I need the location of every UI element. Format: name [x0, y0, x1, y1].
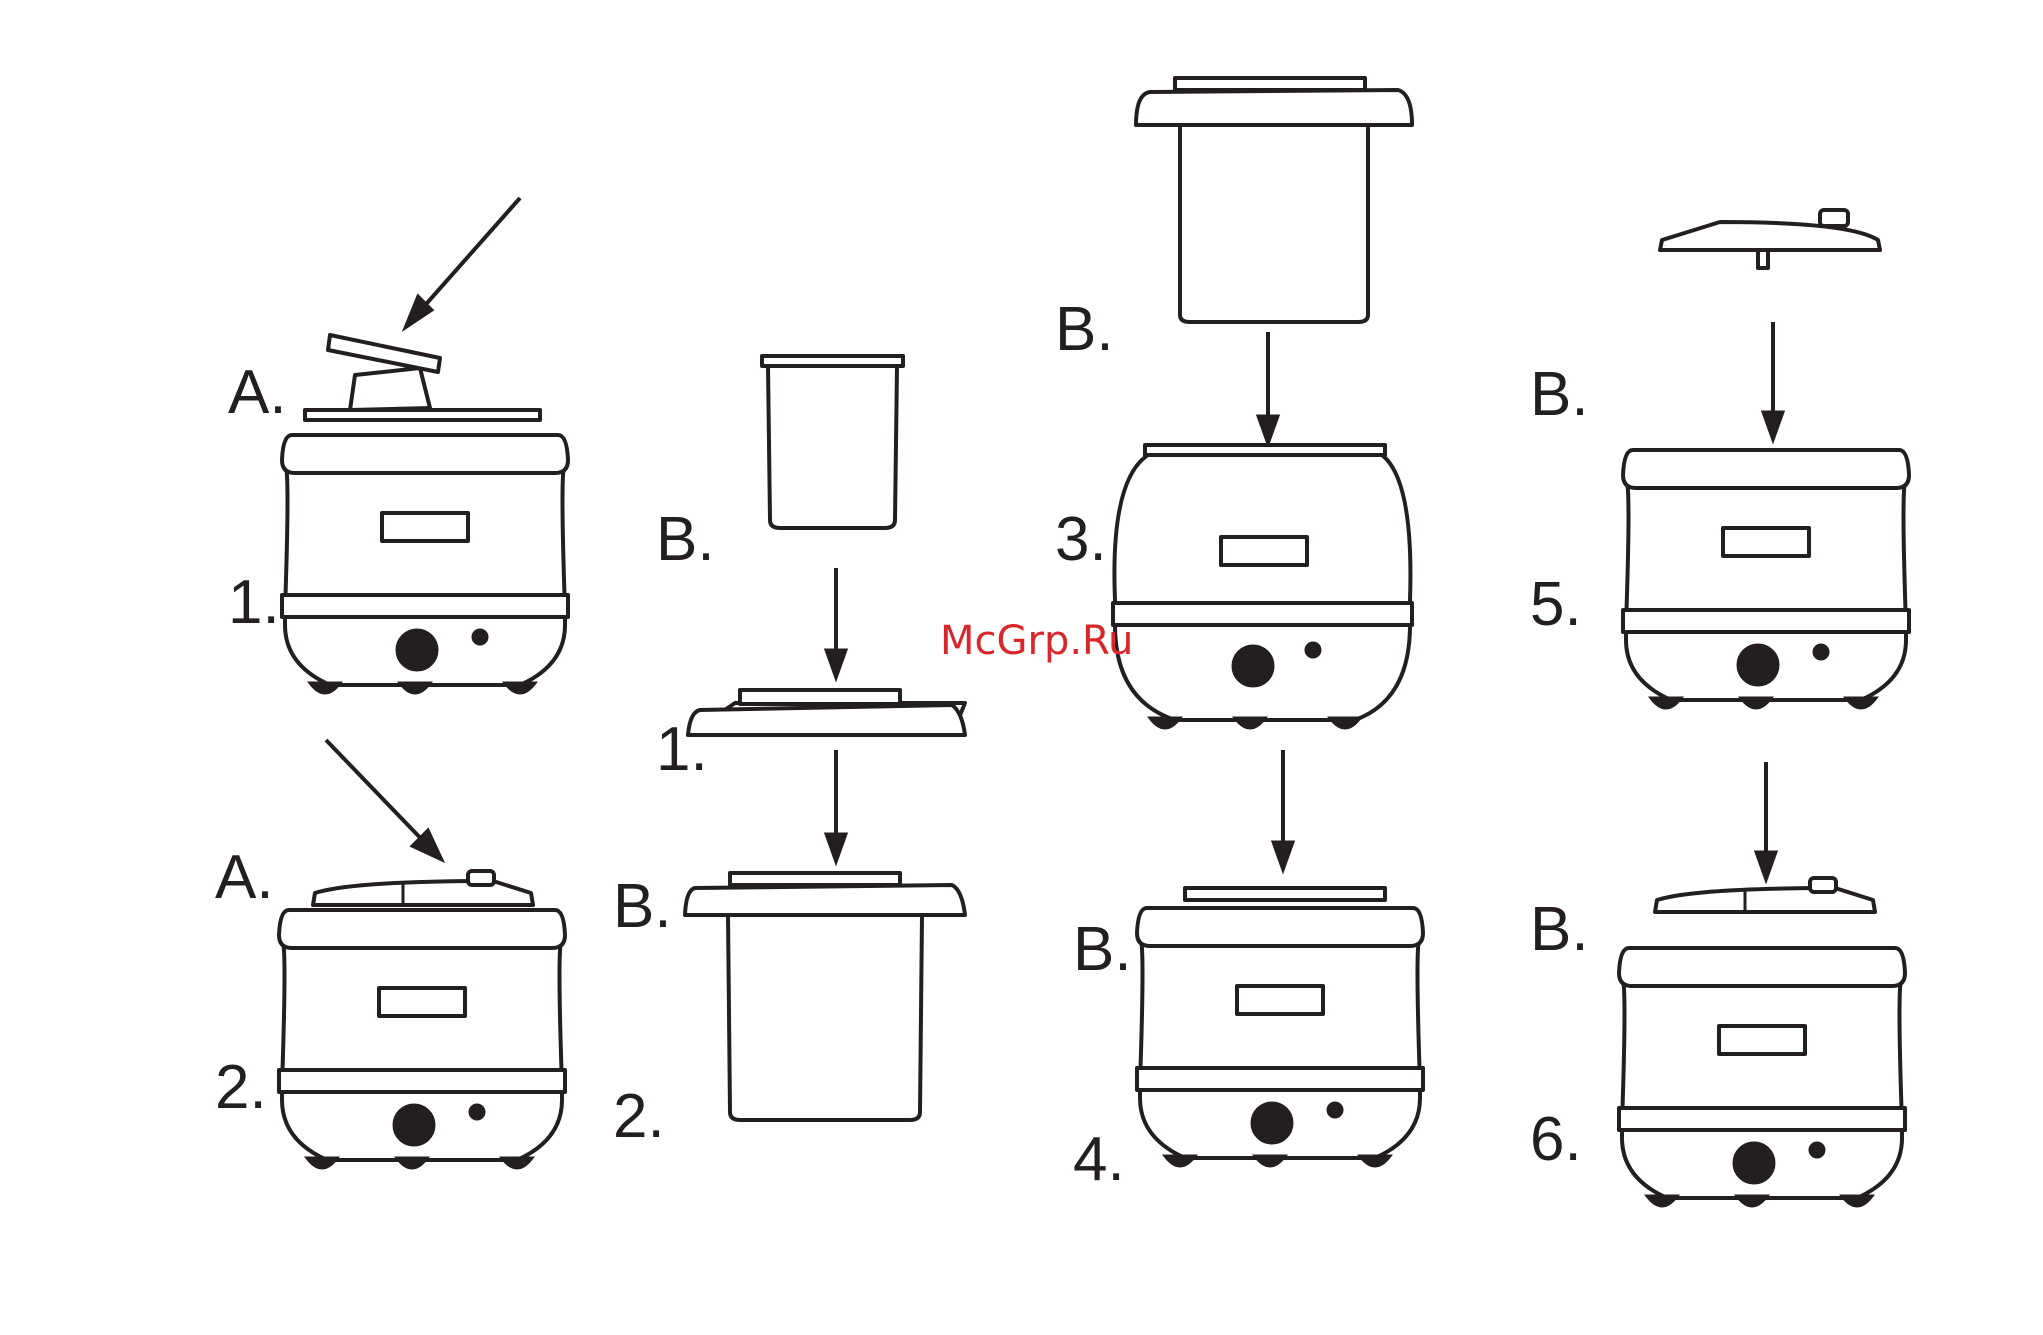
step-label-a1: A. 1. [228, 218, 297, 778]
step-a2-letter: A. [215, 843, 284, 913]
step-b3-figure [1113, 78, 1412, 728]
step-b1-letter: B. [656, 505, 725, 575]
step-a1-figure [282, 198, 568, 693]
step-b4-letter: B. [1073, 915, 1142, 985]
step-a1-number: 1. [228, 568, 297, 638]
assembly-diagram: A. 1. A. 2. B. 1. B. 2. B. 3. B. 4. B. 5… [0, 0, 2043, 1266]
step-b1-figure [688, 356, 965, 862]
step-b4-number: 4. [1073, 1125, 1142, 1195]
step-a2-number: 2. [215, 1053, 284, 1123]
step-b3-number: 3. [1055, 505, 1124, 575]
step-b2-number: 2. [613, 1082, 682, 1152]
step-b5-letter: B. [1530, 360, 1599, 430]
step-label-b5: B. 5. [1530, 220, 1599, 780]
step-b5-number: 5. [1530, 570, 1599, 640]
step-label-b6: B. 6. [1530, 755, 1599, 1315]
step-label-b4: B. 4. [1073, 775, 1142, 1335]
step-b4-figure [1137, 750, 1423, 1166]
step-b3-letter: B. [1055, 295, 1124, 365]
step-b2-letter: B. [613, 872, 682, 942]
step-b6-letter: B. [1530, 895, 1599, 965]
step-label-b2: B. 2. [613, 732, 682, 1292]
step-b6-figure [1619, 762, 1905, 1206]
step-b2-figure [685, 873, 965, 1120]
step-a1-letter: A. [228, 358, 297, 428]
step-b5-figure [1623, 210, 1909, 708]
step-label-a2: A. 2. [215, 703, 284, 1263]
watermark-text: McGrp.Ru [940, 618, 1133, 664]
step-a2-figure [279, 740, 565, 1168]
step-b6-number: 6. [1530, 1105, 1599, 1175]
